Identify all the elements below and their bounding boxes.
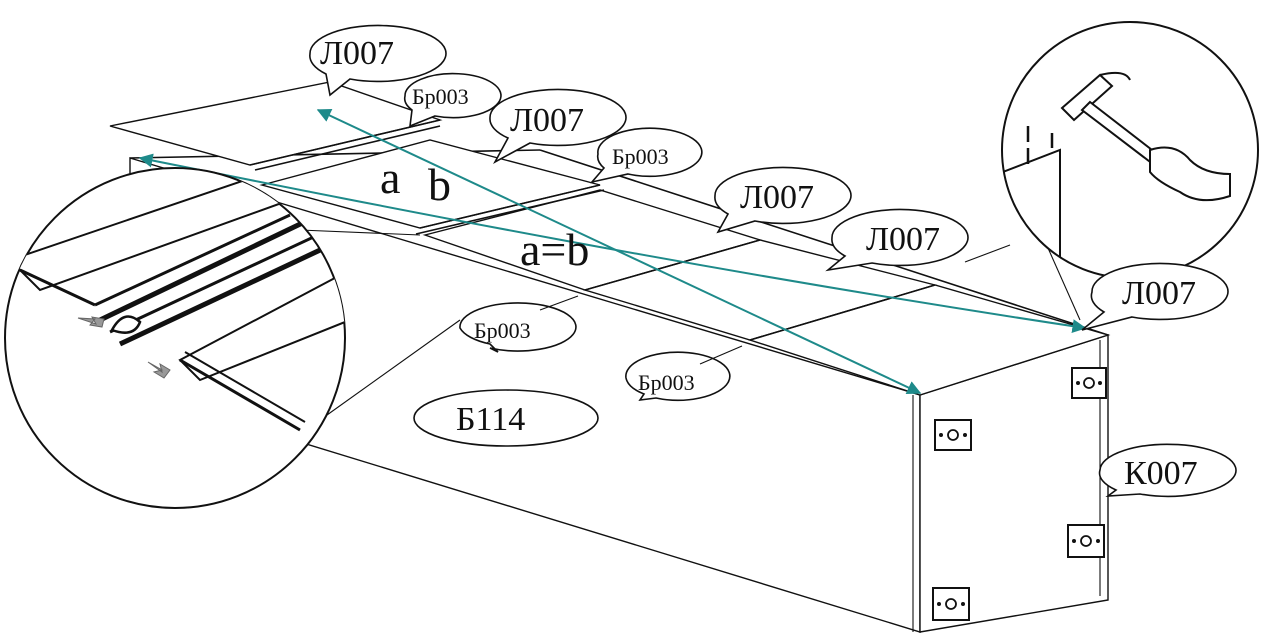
mounting-bracket-icon [934,419,972,451]
push-arrow-icon [77,316,105,328]
label-b: b [428,159,451,210]
callout-profile-lower-left: Бр003 [474,318,531,343]
callout-top-panel-right2: Л007 [866,221,940,258]
push-arrow-icon [147,361,171,379]
label-a: a [380,152,400,203]
mounting-bracket-icon [932,587,970,621]
callout-top-panel-corner: Л007 [1122,275,1196,312]
callout-top-panel-mid: Л007 [510,102,584,139]
profile-detail-magnifier [4,167,461,509]
hammer-detail-magnifier [964,21,1259,321]
callout-profile-top: Бр003 [412,84,469,109]
mounting-bracket-icons [932,367,1107,621]
callout-top-panel-right1: Л007 [740,179,814,216]
label-equality: a=b [520,224,589,275]
mounting-bracket-icon [1067,524,1105,558]
callout-profile-lower-right: Бр003 [638,370,695,395]
mounting-bracket-icon [1071,367,1107,399]
callouts: Л007 Бр003 Л007 Бр003 Л007 Л007 Л007 Бр0… [309,24,1237,498]
callout-top-panel-left: Л007 [320,35,394,72]
hammer-icon [1060,71,1231,202]
callout-base-box: Б114 [456,401,525,438]
diagonal-b [138,153,1087,334]
diagonal-arrows [138,109,1087,394]
callout-profile-upper-right: Бр003 [612,144,669,169]
callout-side-panel: К007 [1124,455,1198,492]
